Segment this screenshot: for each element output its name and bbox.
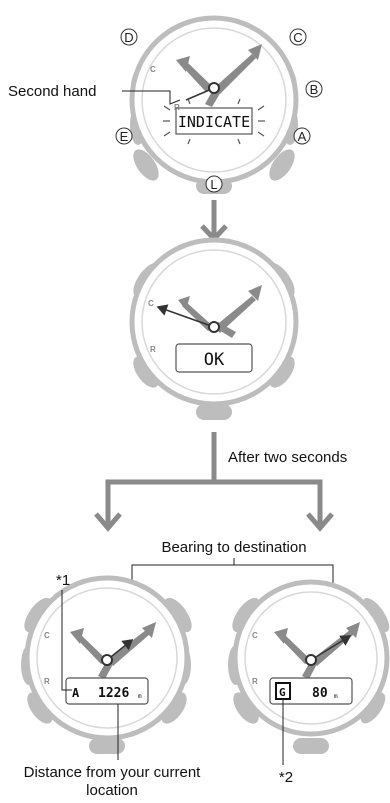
- display-left-unit: m: [138, 693, 142, 700]
- distance-label-line2: location: [86, 782, 138, 799]
- dial-c-mark: C: [150, 65, 156, 74]
- display-right-distance: 80: [312, 686, 328, 701]
- distance-label-line1: Distance from your current: [24, 764, 202, 781]
- dial-r-mark-3: R: [44, 677, 50, 686]
- dial-c-mark-4: C: [252, 631, 258, 640]
- second-hand-label: Second hand: [8, 83, 96, 100]
- lcd-display: [175, 107, 253, 135]
- button-l-label: L: [210, 177, 217, 192]
- button-a-label: A: [298, 129, 307, 144]
- note2-label: *2: [279, 769, 293, 786]
- dial-r-mark-2: R: [150, 345, 156, 354]
- display-right-char: G: [279, 686, 286, 699]
- bearing-label: Bearing to destination: [161, 539, 306, 556]
- branch-arrows: [94, 479, 334, 532]
- watch-middle: C R OK: [129, 237, 299, 420]
- watch-bottom-left: C R A 1226 m: [21, 575, 192, 754]
- dial-r-mark: R: [174, 103, 180, 112]
- button-c-label: C: [293, 30, 302, 45]
- display-left-distance: 1226: [98, 686, 129, 701]
- display-ok: OK: [204, 350, 225, 370]
- after-two-seconds-label: After two seconds: [228, 449, 347, 466]
- note1-label: *1: [56, 572, 70, 589]
- display-indicate: INDICATE: [178, 113, 250, 131]
- watch-top: C INDICATE D C B E A L Second hand: [8, 15, 323, 194]
- watch-bottom-right: C R G 80 m: [228, 579, 390, 754]
- arrow-down-1: [200, 200, 228, 243]
- button-e-label: E: [120, 129, 129, 144]
- dial-c-mark-3: C: [44, 631, 50, 640]
- button-b-label: B: [310, 82, 319, 97]
- display-right-unit: m: [334, 693, 338, 700]
- button-d-label: D: [124, 30, 133, 45]
- dial-c-mark-2: C: [148, 299, 154, 308]
- dial-r-mark-4: R: [252, 677, 258, 686]
- display-left-char: A: [72, 686, 80, 700]
